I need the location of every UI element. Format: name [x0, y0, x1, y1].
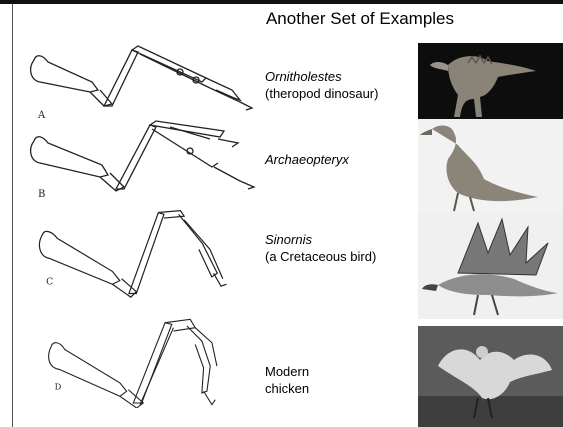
caption-d: Modern chicken: [265, 346, 309, 414]
diagram-letter-d: D: [55, 382, 62, 392]
top-border: [0, 0, 563, 4]
species-desc-c: (a Cretaceous bird): [265, 248, 376, 265]
chicken-photo-image: [418, 326, 563, 427]
caption-c: Sinornis (a Cretaceous bird): [265, 231, 376, 265]
dinosaur-photo-image: [418, 43, 563, 123]
photo-sinornis: [418, 213, 563, 319]
species-desc-a: (theropod dinosaur): [265, 85, 378, 102]
species-desc-d: Modern chicken: [265, 363, 309, 397]
left-border: [12, 4, 13, 427]
diagram-letter-b: B: [38, 189, 45, 200]
forelimb-diagram-b: B: [20, 117, 260, 209]
forelimb-diagram-c: C: [20, 207, 260, 299]
sinornis-photo-image: [418, 213, 563, 319]
archaeopteryx-photo-image: [418, 119, 563, 213]
species-name-c: Sinornis: [265, 231, 376, 248]
diagram-letter-c: C: [46, 276, 53, 287]
forelimb-diagram-d: D: [20, 316, 260, 408]
caption-a: Ornitholestes (theropod dinosaur): [265, 68, 378, 102]
photo-chicken: [418, 326, 563, 427]
species-name-a: Ornitholestes: [265, 68, 378, 85]
photo-ornitholestes: [418, 43, 563, 123]
slide-title: Another Set of Examples: [190, 9, 530, 29]
species-name-b: Archaeopteryx: [265, 151, 349, 168]
photo-archaeopteryx: [418, 119, 563, 213]
caption-b: Archaeopteryx: [265, 151, 349, 168]
